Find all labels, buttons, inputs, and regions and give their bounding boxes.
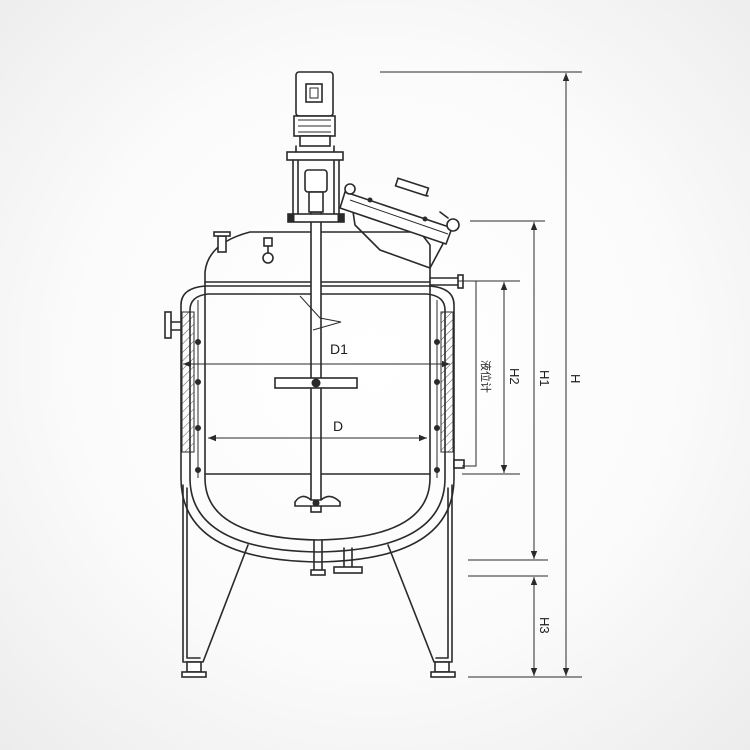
left-foot-pad bbox=[181, 671, 207, 678]
right-insulation bbox=[440, 311, 454, 453]
dimension-lines bbox=[380, 71, 582, 678]
label-h1: H1 bbox=[537, 370, 552, 387]
left-foot bbox=[186, 661, 202, 673]
jacket bbox=[164, 274, 465, 563]
left-leg bbox=[182, 484, 249, 663]
coupling bbox=[304, 169, 328, 193]
manhole bbox=[339, 177, 460, 269]
jacket-baffle-dots bbox=[195, 339, 440, 473]
sight-lamp bbox=[262, 252, 274, 264]
label-h2: H2 bbox=[507, 368, 522, 385]
label-d: D bbox=[333, 418, 343, 434]
bottom-outlet bbox=[310, 539, 363, 576]
label-level-gauge: 液位计 bbox=[479, 360, 493, 393]
right-leg bbox=[387, 484, 453, 663]
motor-flange bbox=[286, 151, 344, 161]
agitator bbox=[274, 211, 358, 513]
left-insulation bbox=[181, 311, 195, 453]
label-d1: D1 bbox=[330, 341, 348, 357]
support-legs bbox=[181, 484, 456, 678]
inner-vessel bbox=[195, 231, 440, 541]
label-h3: H3 bbox=[537, 617, 552, 634]
label-h: H bbox=[568, 374, 583, 383]
manhole-handle bbox=[394, 177, 430, 197]
manhole-cover bbox=[339, 190, 454, 246]
vent-nozzle bbox=[217, 235, 227, 253]
drive-unit bbox=[286, 71, 345, 223]
agitator-shaft bbox=[310, 211, 322, 513]
jacket-outlet-nozzle bbox=[453, 459, 465, 469]
right-foot bbox=[434, 661, 450, 673]
right-foot-pad bbox=[430, 671, 456, 678]
mount-base bbox=[287, 213, 345, 223]
jacket-inlet-flange bbox=[164, 311, 172, 339]
